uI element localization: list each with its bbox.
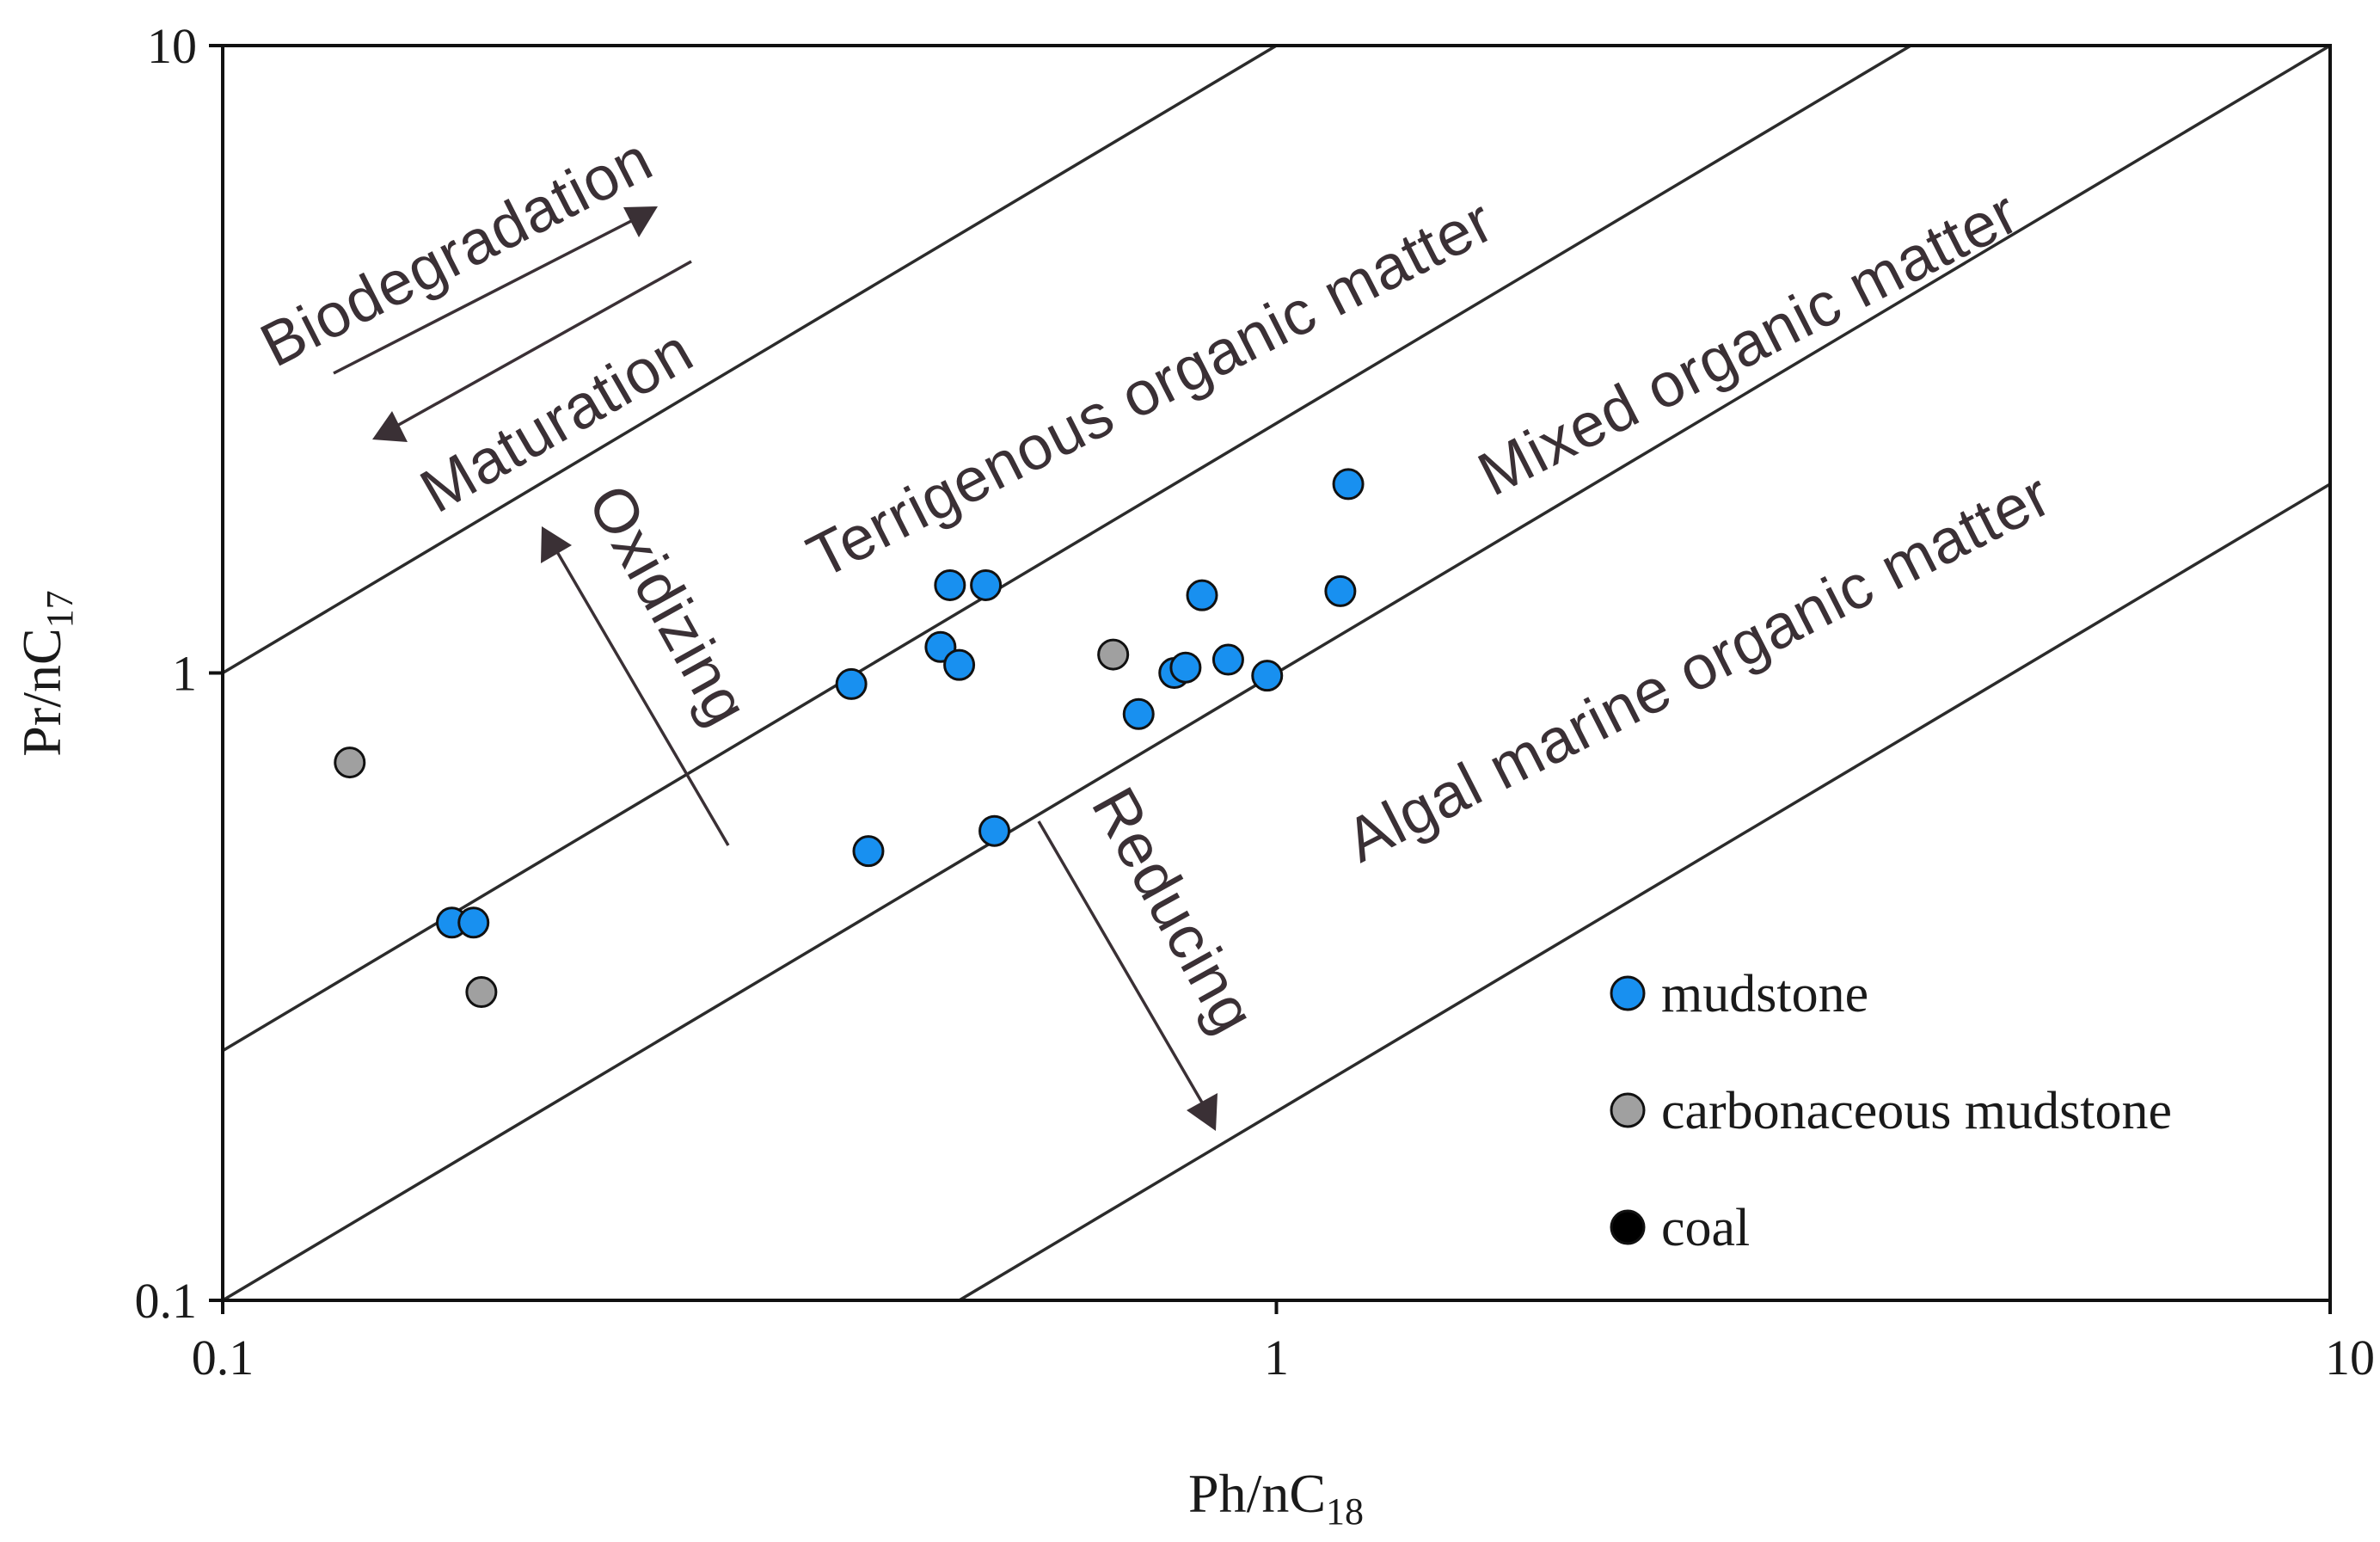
point-carbonaceous-mudstone [1097, 638, 1130, 671]
y-axis: 0.1 1 10 [135, 18, 223, 1329]
y-tick-label: 10 [147, 18, 197, 74]
boundary-line-lower [958, 482, 2331, 1302]
x-tick-label: 1 [1264, 1330, 1289, 1385]
legend-item-mudstone: mudstone [1610, 965, 1868, 1023]
point-mudstone [852, 835, 885, 868]
legend-marker-mudstone [1610, 975, 1646, 1011]
legend-marker-carbonaceous-mudstone [1610, 1092, 1646, 1128]
point-mudstone [1251, 660, 1284, 692]
biodegradation-arrow [333, 206, 658, 375]
terrigenous-region-label: Terrigenous organic matter [797, 186, 1505, 592]
x-axis-title: Ph/nC18 [1188, 1463, 1364, 1533]
point-mudstone [1324, 574, 1357, 607]
maturation-label: Maturation [409, 316, 704, 525]
region-labels: Terrigenous organic matter Mixed organic… [797, 178, 2062, 876]
point-mudstone [943, 648, 976, 681]
legend-item-coal: coal [1610, 1199, 1750, 1257]
legend-marker-coal [1610, 1209, 1646, 1245]
point-mudstone [835, 667, 868, 700]
point-mudstone [1122, 697, 1155, 730]
boundary-line-terrigenous-mixed [222, 44, 1912, 1053]
point-mudstone [1211, 643, 1244, 676]
legend-label-carbonaceous-mudstone: carbonaceous mudstone [1661, 1082, 2172, 1140]
algal-marine-region-label: Algal marine organic matter [1335, 460, 2062, 875]
point-mudstone [978, 814, 1011, 847]
boundary-line-upper [222, 44, 1278, 675]
x-tick-label: 10 [2325, 1330, 2375, 1385]
point-mudstone [970, 568, 1003, 601]
point-mudstone [934, 568, 966, 601]
point-carbonaceous-mudstone [465, 976, 498, 1009]
legend-item-carbonaceous-mudstone: carbonaceous mudstone [1610, 1082, 2172, 1140]
point-mudstone [1186, 579, 1218, 611]
y-axis-title: Pr/nC17 [11, 590, 81, 756]
legend: mudstone carbonaceous mudstone coal [1610, 965, 2172, 1257]
reducing-label: Reducing [1078, 777, 1268, 1045]
point-mudstone [1332, 468, 1365, 501]
y-tick-label: 1 [172, 646, 197, 702]
legend-label-coal: coal [1661, 1199, 1750, 1257]
legend-label-mudstone: mudstone [1661, 965, 1868, 1023]
reducing-arrow [1037, 820, 1218, 1131]
x-axis: 0.1 1 10 [192, 1300, 2375, 1385]
point-carbonaceous-mudstone [334, 746, 366, 779]
oxidizing-arrow [541, 526, 730, 846]
y-tick-label: 0.1 [135, 1273, 198, 1329]
data-points [334, 468, 1365, 1009]
x-tick-label: 0.1 [192, 1330, 255, 1385]
maturation-arrow [372, 260, 692, 442]
point-mudstone [457, 906, 490, 939]
oxidizing-label: Oxidizing [574, 474, 762, 737]
biodegradation-label: Biodegradation [250, 125, 663, 381]
point-mudstone [1169, 651, 1202, 684]
mixed-region-label: Mixed organic matter [1468, 178, 2029, 510]
